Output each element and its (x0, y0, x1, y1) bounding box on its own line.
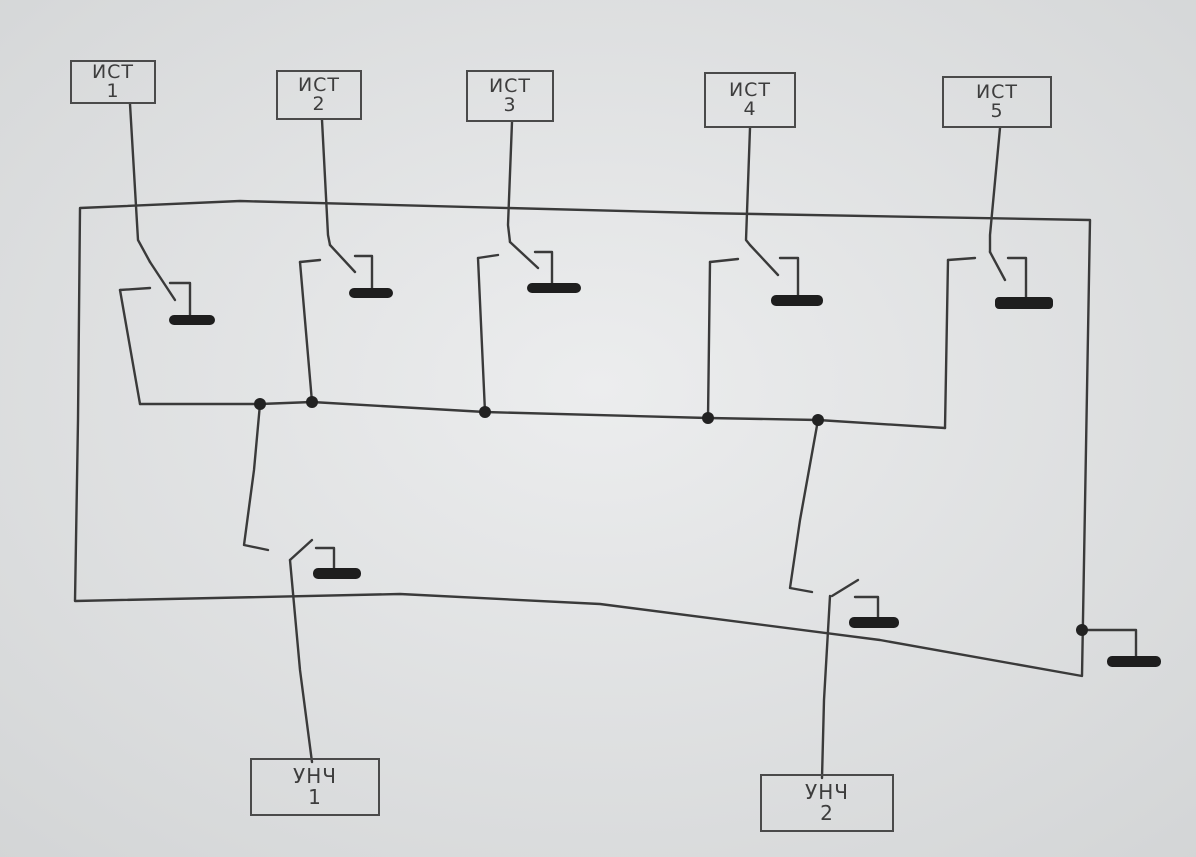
source-name: ИСТ (488, 75, 532, 97)
bus-drop-3 (476, 256, 487, 414)
amplifier-name: УНЧ (805, 780, 849, 804)
switch-3 (476, 240, 554, 288)
source-number: 5 (990, 100, 1004, 122)
source-number: 2 (312, 93, 326, 115)
bus-drop-2 (298, 260, 314, 404)
bus-drop-5 (943, 258, 950, 430)
source-name: ИСТ (91, 61, 135, 83)
wire-source-1 (128, 102, 152, 264)
source-name: ИСТ (297, 74, 341, 96)
source-number: 1 (106, 80, 120, 102)
amplifier-box-1: УНЧ 1 (250, 758, 380, 816)
switch-1 (118, 260, 192, 320)
ground-housing-icon (1107, 656, 1161, 667)
wire-source-3 (506, 120, 514, 244)
switch-5 (946, 250, 1028, 302)
amplifier-name: УНЧ (293, 764, 337, 788)
ground-3-icon (527, 283, 581, 293)
junction-dot (254, 398, 266, 410)
amp-2-branch (788, 418, 880, 780)
source-box-4: ИСТ 4 (704, 72, 796, 128)
ground-2-icon (349, 288, 393, 298)
ground-amp-1-icon (313, 568, 361, 579)
amp-1-branch (242, 402, 336, 764)
source-name: ИСТ (975, 81, 1019, 103)
source-box-2: ИСТ 2 (276, 70, 362, 120)
junction-dot (306, 396, 318, 408)
source-box-3: ИСТ 3 (466, 70, 554, 122)
wire-source-5 (988, 126, 1002, 254)
switch-2 (298, 243, 374, 292)
junction-dot (702, 412, 714, 424)
bus-drop-1 (118, 288, 142, 406)
bus-drop-4 (706, 260, 712, 420)
amplifier-number: 2 (820, 801, 834, 825)
junction-dot (1076, 624, 1088, 636)
source-box-5: ИСТ 5 (942, 76, 1052, 128)
wire-source-2 (320, 118, 332, 247)
wire-source-4 (744, 126, 752, 247)
switch-4 (708, 243, 800, 300)
ground-4-icon (771, 295, 823, 306)
ground-1-icon (169, 315, 215, 325)
amplifier-number: 1 (308, 785, 322, 809)
ground-amp-2-icon (849, 617, 899, 628)
junction-dot (812, 414, 824, 426)
junction-dot (479, 406, 491, 418)
source-number: 4 (743, 98, 757, 120)
housing-ground-wire (1080, 628, 1138, 662)
source-box-1: ИСТ 1 (70, 60, 156, 104)
housing-outline (73, 199, 1092, 678)
source-number: 3 (503, 94, 517, 116)
amplifier-box-2: УНЧ 2 (760, 774, 894, 832)
ground-5-icon (995, 297, 1053, 309)
source-name: ИСТ (728, 79, 772, 101)
